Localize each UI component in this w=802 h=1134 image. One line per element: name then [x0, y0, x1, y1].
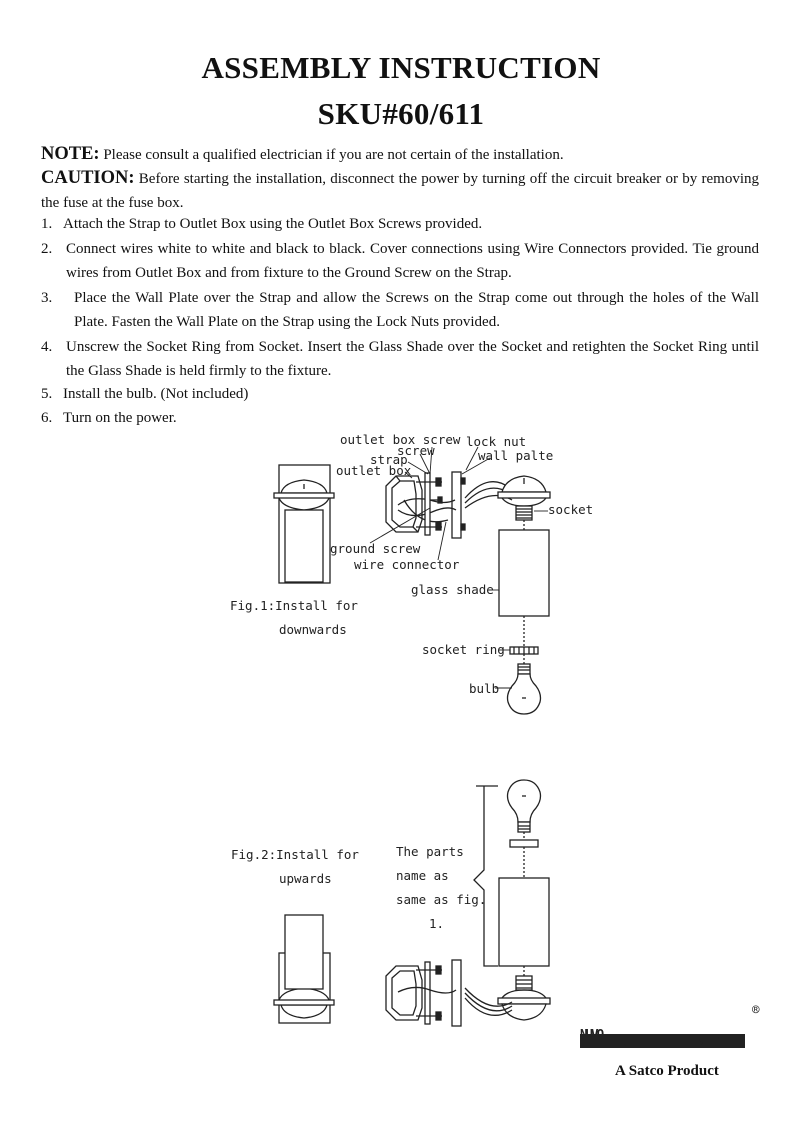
step-5: 5. Install the bulb. (Not included): [41, 382, 759, 406]
strap-icon: [416, 472, 443, 536]
step-6: 6. Turn on the power.: [41, 406, 759, 430]
note-label: NOTE:: [41, 144, 100, 164]
step-text: Unscrew the Socket Ring from Socket. Ins…: [66, 339, 759, 379]
step-2: 2. Connect wires white to white and blac…: [41, 237, 759, 285]
step-number: 2.: [41, 241, 53, 257]
nuvo-logo: NUVO LIGHTING ®: [580, 1002, 760, 1049]
fig1-fixture-icon: [273, 464, 335, 584]
label-screw: screw: [397, 443, 435, 458]
label-socket: socket: [548, 502, 593, 517]
step-number: 3.: [41, 290, 53, 306]
note-text: Please consult a qualified electrician i…: [103, 147, 564, 163]
step-text: Attach the Strap to Outlet Box using the…: [63, 216, 483, 232]
label-lock-nut: lock nut: [466, 434, 526, 449]
label-socket-ring: socket ring: [422, 642, 505, 657]
step-1: 1. Attach the Strap to Outlet Box using …: [41, 212, 759, 236]
step-text: Place the Wall Plate over the Strap and …: [74, 290, 759, 330]
fig2-note-line2: name as: [396, 868, 449, 883]
label-bulb: bulb: [469, 681, 499, 696]
label-ground-screw: ground screw: [330, 541, 421, 556]
registered-mark: ®: [752, 1002, 760, 1017]
step-3: 3. Place the Wall Plate over the Strap a…: [41, 286, 759, 334]
satco-tagline: A Satco Product: [615, 1063, 719, 1079]
bulb-icon: [506, 663, 542, 715]
label-glass-shade: glass shade: [411, 582, 494, 597]
fig1-caption-sub: downwards: [279, 622, 347, 637]
socket-ring-icon: [509, 646, 539, 664]
caution-label: CAUTION:: [41, 168, 135, 188]
caution-paragraph: CAUTION: Before starting the installatio…: [41, 166, 759, 215]
sku-number: SKU#60/611: [317, 96, 485, 131]
step-4: 4. Unscrew the Socket Ring from Socket. …: [41, 335, 759, 383]
step-text: Install the bulb. (Not included): [63, 386, 249, 402]
caution-text: Before starting the installation, discon…: [41, 171, 759, 211]
step-number: 1.: [41, 216, 53, 232]
glass-shade-icon: [498, 529, 550, 617]
label-outlet-box: outlet box: [336, 463, 412, 478]
page-title: ASSEMBLY INSTRUCTION: [201, 50, 601, 85]
fig2-fixture-icon: [273, 914, 335, 1024]
fig2-bulb-icon: [506, 779, 542, 840]
label-strap: strap: [370, 452, 408, 467]
step-number: 5.: [41, 386, 53, 402]
fig2-note-line1: The parts: [396, 844, 464, 859]
wall-plate-icon: [451, 471, 466, 539]
step-number: 4.: [41, 339, 53, 355]
socket-icon: [515, 505, 533, 530]
socket-cup-icon: [497, 475, 551, 507]
label-outlet-box-screw: outlet box screw: [340, 432, 461, 447]
step-text: Connect wires white to white and black t…: [66, 241, 759, 281]
fig2-caption-sub: upwards: [279, 871, 332, 886]
fig1-caption: Fig.1:Install for: [230, 598, 358, 613]
step-number: 6.: [41, 410, 53, 426]
fig2-note-line3: same as fig.: [396, 892, 486, 907]
step-text: Turn on the power.: [63, 410, 177, 426]
fig2-note-line4: 1.: [429, 916, 444, 931]
label-wire-connector: wire connector: [354, 557, 460, 572]
note-paragraph: NOTE: Please consult a qualified electri…: [41, 142, 759, 167]
label-wall-plate: wall palte: [478, 448, 553, 463]
fig2-caption: Fig.2:Install for: [231, 847, 359, 862]
logo-subtext: LIGHTING: [586, 1034, 734, 1049]
